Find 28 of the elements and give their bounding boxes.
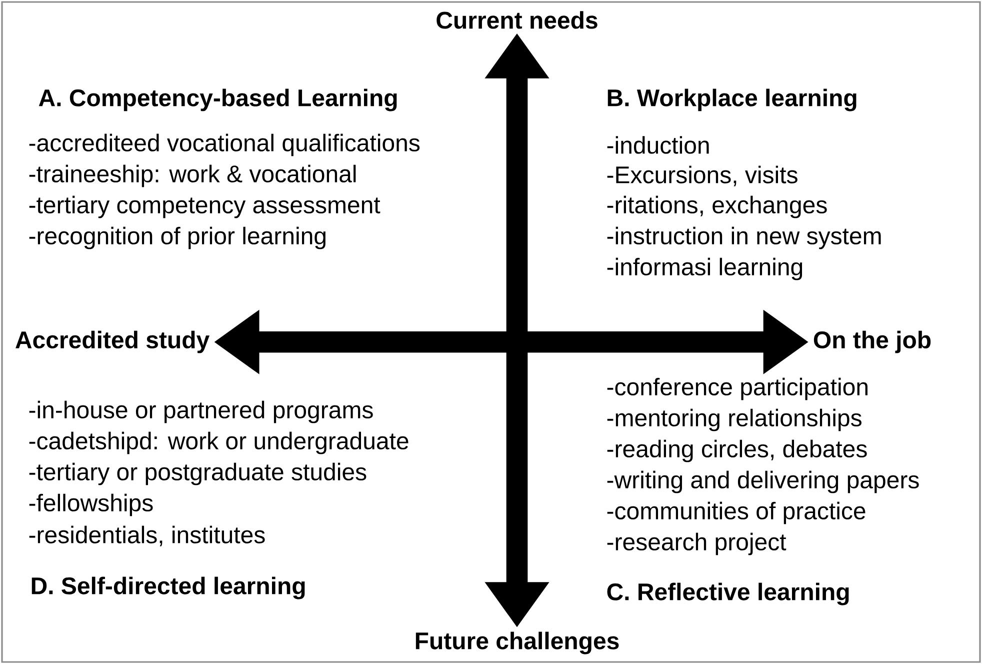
quadrant-heading: A. Competency-based Learning [38,88,397,112]
list-item: -research project [607,532,786,556]
list-item: -cadetshipd: work or undergraduate [29,432,408,454]
list-item: -informasi learning [607,258,802,280]
list-item: -Excursions, visits [607,166,798,186]
list-item: -reading circles, debates [607,440,867,462]
list-item: -instruction in new system [607,226,881,250]
list-item: -residentials, institutes [29,526,265,546]
axis-label: Accredited study [16,330,210,354]
list-item: -tertiary or postgraduate studies [29,462,366,486]
list-item: -ritations, exchanges [607,196,827,218]
list-item: -in-house or partnered programs [29,400,373,424]
list-item: -tertiary competency assessment [29,196,380,218]
axis-label: Current needs [436,11,598,29]
quadrant-heading: C. Reflective learning [607,582,849,606]
list-item: -recognition of prior learning [29,226,326,250]
axis-label: Future challenges [416,632,619,654]
list-item: -writing and delivering papers [607,470,919,494]
quadrant-heading: B. Workplace learning [608,88,856,112]
list-item: -mentoring relationships [607,408,862,432]
list-item: -fellowships [29,494,153,516]
list-item: -traineeship: work & vocational [29,164,356,188]
list-item: -induction [607,136,709,154]
list-item: -accrediteed vocational qualifications [29,134,420,156]
list-item: -communities of practice [607,502,866,524]
list-item: -conference participation [607,378,868,400]
quadrant-heading: D. Self-directed learning [32,576,305,600]
axis-label: On the job [814,330,931,354]
